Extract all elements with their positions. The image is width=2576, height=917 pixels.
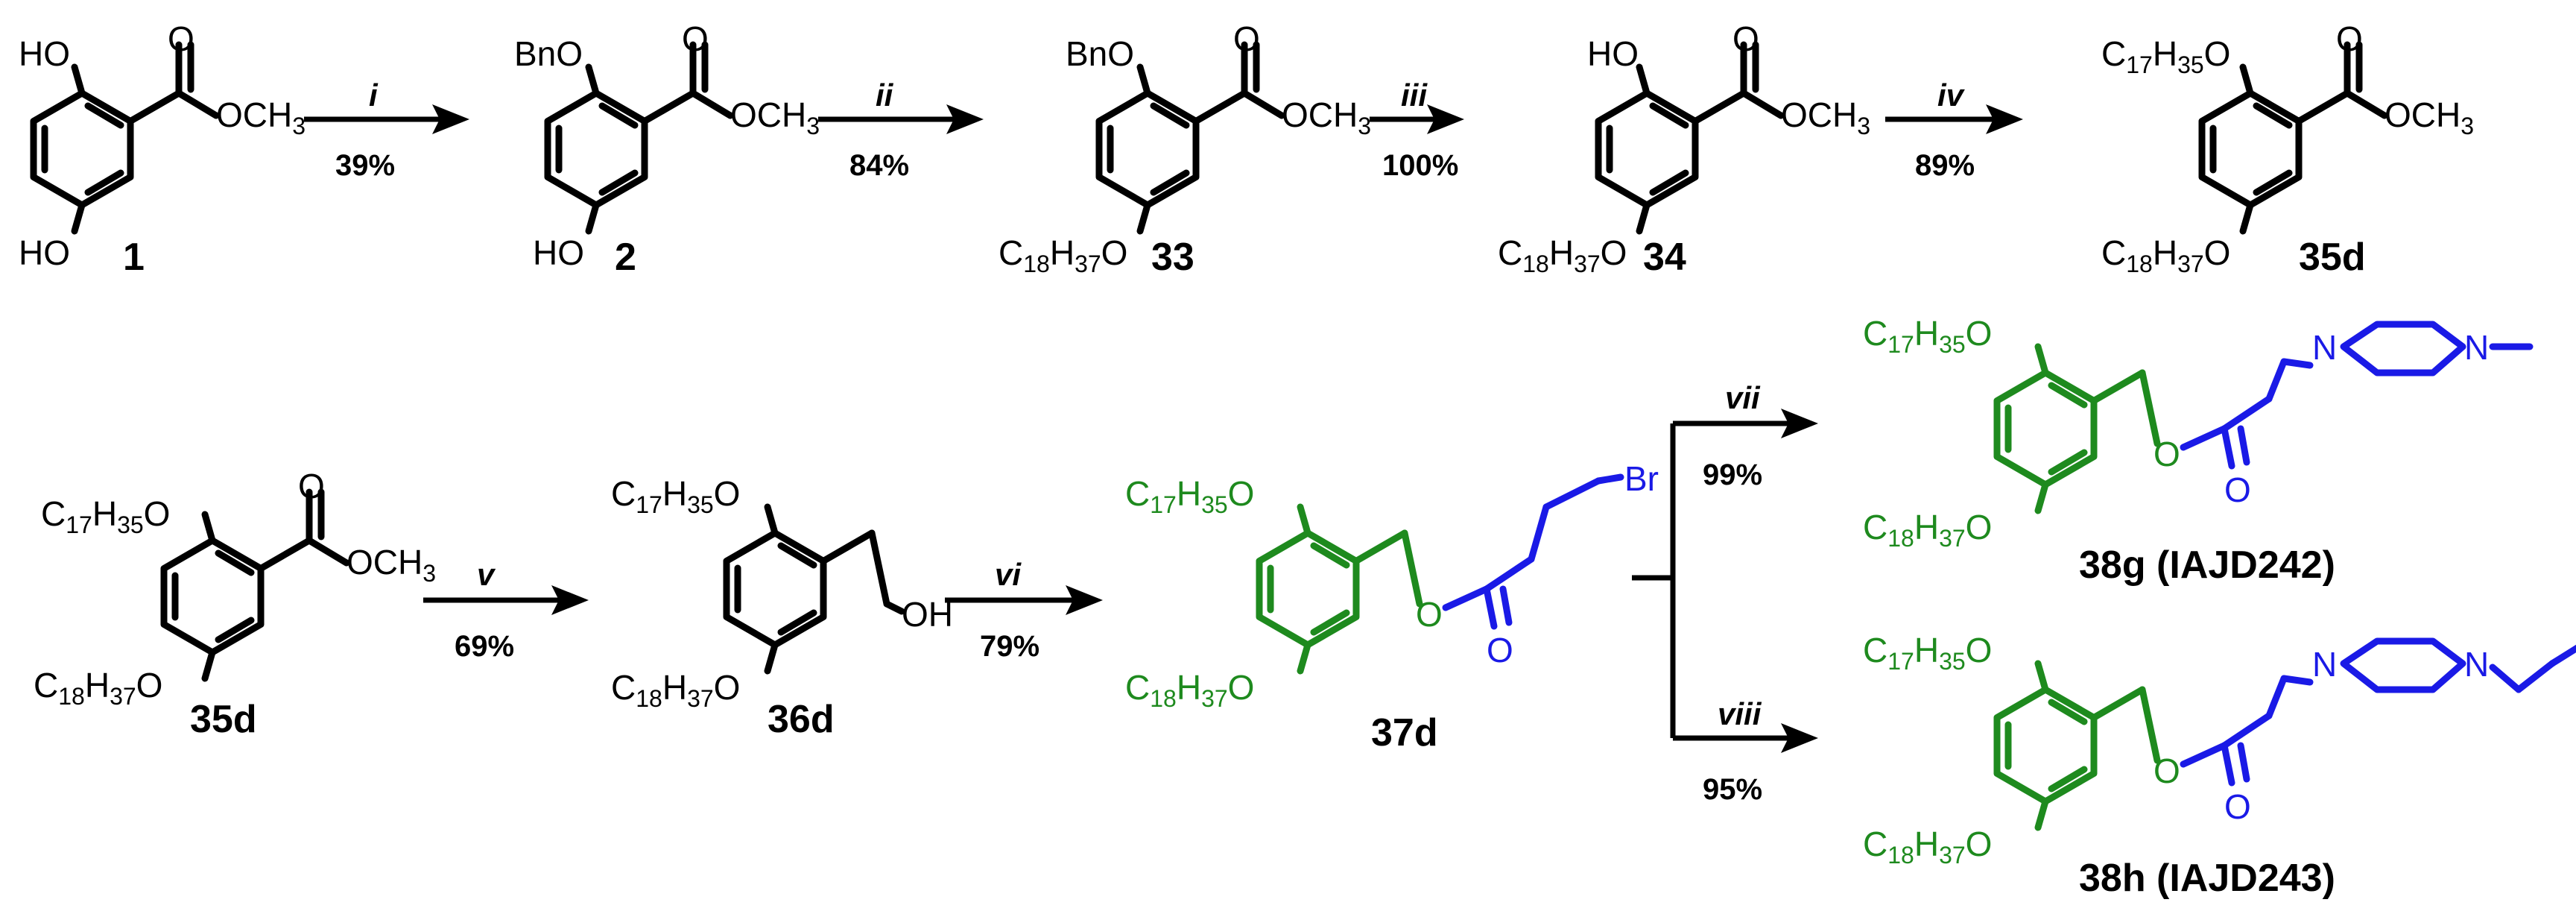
reagent-viii: viii (1718, 696, 1762, 731)
svg-text:OCH3: OCH3 (730, 95, 820, 139)
svg-text:N: N (2464, 645, 2489, 684)
svg-text:C18H37O: C18H37O (611, 668, 740, 712)
compound-label-1: 1 (123, 236, 145, 279)
svg-text:C18H37O: C18H37O (999, 233, 1127, 277)
svg-text:HO: HO (533, 233, 584, 272)
svg-text:Br: Br (1624, 459, 1659, 498)
svg-text:O: O (298, 467, 325, 505)
svg-text:O: O (1732, 19, 1759, 58)
svg-text:OCH3: OCH3 (346, 543, 436, 587)
reagent-vii: vii (1725, 380, 1761, 415)
arrow-step-iv: iv 89% (1885, 78, 2023, 182)
svg-text:iv: iv (1937, 78, 1966, 113)
compound-35d: C17H35O C18H37O O OCH3 (34, 467, 436, 710)
svg-text:O: O (1416, 595, 1443, 634)
svg-text:BnO: BnO (1066, 34, 1134, 73)
arrow-step-v: v 69% (423, 557, 589, 663)
svg-text:O: O (682, 19, 709, 58)
svg-text:OCH3: OCH3 (2384, 95, 2474, 139)
svg-text:O: O (168, 19, 194, 58)
svg-text:O: O (2153, 435, 2180, 473)
svg-text:C18H37O: C18H37O (1863, 508, 1992, 552)
svg-text:ii: ii (876, 78, 894, 113)
compound-label-38h: 38h (IAJD243) (2079, 857, 2335, 900)
svg-text:C17H35O: C17H35O (1863, 314, 1992, 358)
svg-text:C18H37O: C18H37O (34, 666, 162, 710)
svg-text:OCH3: OCH3 (1282, 95, 1371, 139)
compound-label-33: 33 (1151, 236, 1194, 279)
svg-text:HO: HO (19, 34, 70, 73)
svg-text:iii: iii (1401, 78, 1428, 113)
svg-text:89%: 89% (1915, 149, 1975, 182)
svg-text:C17H35O: C17H35O (2101, 34, 2230, 78)
svg-text:C17H35O: C17H35O (611, 474, 740, 518)
svg-text:N: N (2312, 328, 2337, 367)
svg-text:i: i (369, 78, 379, 113)
svg-text:100%: 100% (1382, 149, 1458, 182)
svg-text:O: O (2224, 470, 2251, 509)
svg-text:C17H35O: C17H35O (41, 494, 170, 538)
svg-text:C18H37O: C18H37O (1498, 233, 1627, 277)
compound-34: HO C18H37O O OCH3 (1498, 19, 1870, 277)
svg-text:C18H37O: C18H37O (2101, 233, 2230, 277)
svg-text:N: N (2312, 645, 2337, 684)
yield-vii: 99% (1703, 458, 1762, 491)
svg-text:C17H35O: C17H35O (1863, 631, 1992, 675)
compound-label-35d-top: 35d (2299, 236, 2366, 279)
svg-text:O: O (1487, 631, 1513, 669)
compound-38h: C17H35O C18H37O O O N N OH (1863, 631, 2576, 869)
svg-text:O: O (1233, 19, 1260, 58)
arrow-step-ii: ii 84% (818, 78, 984, 182)
compound-label-38g: 38g (IAJD242) (2079, 543, 2335, 587)
compound-label-34: 34 (1643, 236, 1686, 279)
svg-text:C18H37O: C18H37O (1863, 825, 1992, 869)
svg-text:v: v (477, 557, 496, 592)
compound-35d-top: C17H35O C18H37O O OCH3 (2101, 19, 2474, 277)
arrow-step-vi: vi 79% (945, 557, 1103, 663)
compound-33: BnO C18H37O O OCH3 (999, 19, 1371, 277)
svg-text:OCH3: OCH3 (216, 95, 306, 139)
svg-text:69%: 69% (455, 630, 514, 663)
compound-1: HO HO O OCH3 (19, 19, 306, 272)
arrow-step-i: i 39% (304, 78, 469, 182)
svg-text:C17H35O: C17H35O (1125, 474, 1254, 518)
svg-text:HO: HO (1587, 34, 1639, 73)
compound-label-35d: 35d (190, 698, 257, 741)
compound-label-36d: 36d (768, 698, 835, 741)
yield-viii: 95% (1703, 773, 1762, 806)
branch-arrows (1632, 409, 1818, 753)
compound-label-2: 2 (615, 236, 636, 279)
arrow-step-iii: iii 100% (1370, 78, 1464, 182)
svg-text:OCH3: OCH3 (1781, 95, 1870, 139)
svg-text:O: O (2336, 19, 2363, 58)
svg-text:N: N (2464, 328, 2489, 367)
svg-text:O: O (2224, 787, 2251, 826)
svg-text:vi: vi (995, 557, 1022, 592)
svg-text:BnO: BnO (514, 34, 583, 73)
svg-text:C18H37O: C18H37O (1125, 668, 1254, 712)
svg-text:O: O (2153, 751, 2180, 790)
svg-text:39%: 39% (335, 149, 395, 182)
compound-38g: C17H35O C18H37O O O N N (1863, 314, 2534, 552)
svg-text:79%: 79% (980, 630, 1039, 663)
compound-37d: C17H35O C18H37O O O Br (1125, 459, 1659, 712)
svg-text:OH: OH (902, 595, 953, 634)
compound-36d: C17H35O C18H37O OH (611, 474, 953, 712)
svg-text:84%: 84% (849, 149, 909, 182)
svg-text:HO: HO (19, 233, 70, 272)
compound-label-37d: 37d (1371, 711, 1438, 754)
compound-2: BnO HO O OCH3 (514, 19, 820, 272)
